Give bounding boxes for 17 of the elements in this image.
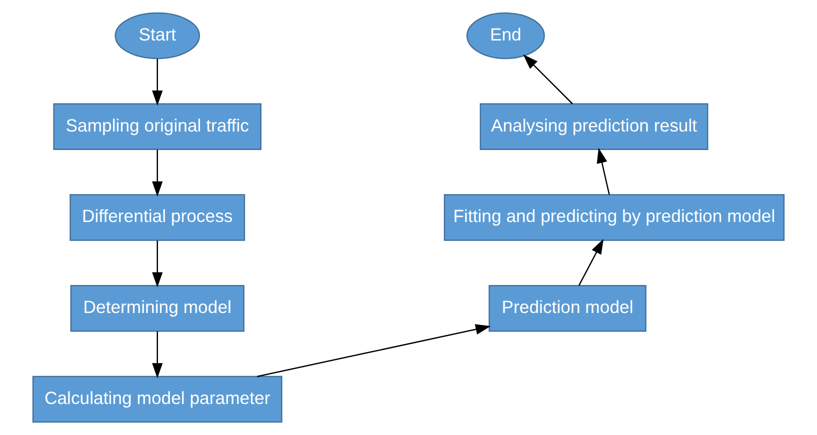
node-box: Analysing prediction result [480, 103, 708, 150]
node-ellipse: Start [114, 12, 200, 60]
node-box: Differential process [70, 194, 246, 241]
arrow [152, 58, 163, 106]
node-box: Determining model [70, 285, 244, 332]
arrow [578, 238, 604, 286]
arrow [152, 150, 163, 197]
arrow [152, 331, 163, 378]
arrow [152, 240, 163, 288]
arrow [523, 54, 573, 104]
arrow [596, 148, 610, 195]
arrow [256, 324, 491, 378]
node-box: Calculating model parameter [32, 376, 282, 423]
node-ellipse: End [466, 12, 545, 60]
node-box: Prediction model [488, 285, 646, 332]
node-box: Fitting and predicting by prediction model [444, 194, 785, 241]
node-box: Sampling original traffic [53, 103, 262, 150]
